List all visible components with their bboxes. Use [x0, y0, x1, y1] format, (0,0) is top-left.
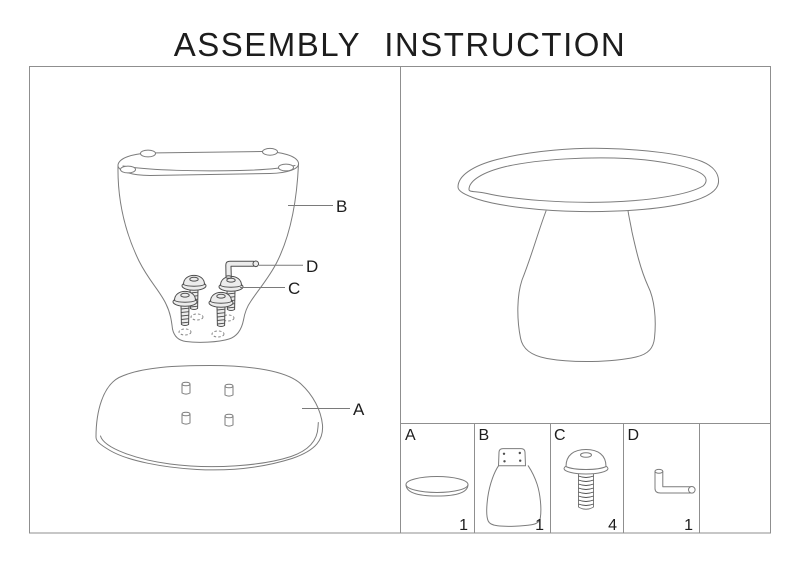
table-top-icon	[405, 476, 469, 497]
screw-icon-socket	[580, 452, 592, 458]
callout-c-label: C	[288, 279, 300, 298]
parts-table-cell-c: C 4	[554, 427, 617, 534]
insert	[181, 384, 191, 395]
base-drawing	[117, 147, 300, 343]
callout-b-label: B	[336, 197, 347, 216]
table-top-icon-rim	[405, 484, 469, 497]
screws-drawing	[172, 274, 244, 328]
screw-icon-dome	[565, 449, 607, 470]
base-right-edge	[243, 163, 299, 321]
parts-table-cell-d: D 1	[628, 427, 696, 534]
screw-hole	[190, 313, 204, 321]
callout-b: B	[288, 197, 347, 216]
insert	[224, 386, 234, 397]
insert	[224, 416, 234, 427]
callout-d: D	[259, 257, 318, 276]
assembled-top-surface	[468, 157, 707, 203]
callout-c: C	[240, 279, 300, 298]
page-title: ASSEMBLY INSTRUCTION	[173, 26, 627, 63]
base-icon-hole	[518, 451, 521, 455]
screw-icon-threads	[578, 475, 594, 506]
screw-hole	[211, 330, 225, 338]
base-foot	[140, 149, 156, 158]
screw-hole	[178, 328, 192, 336]
parts-table-cell-b: B 1	[479, 427, 545, 534]
allen-key-icon-body	[654, 471, 692, 494]
allen-key-body	[225, 260, 254, 278]
tabletop-rim-line	[100, 422, 319, 468]
part-c-label: C	[554, 427, 566, 444]
threaded-inserts	[181, 381, 234, 427]
tabletop-drawing	[95, 365, 324, 471]
part-a-label: A	[405, 427, 416, 444]
allen-key-icon	[654, 468, 696, 494]
parts-table: A 1 B 1 C	[400, 423, 771, 534]
base-icon-hole	[502, 452, 506, 455]
allen-key-icon-end	[654, 468, 664, 474]
insert	[181, 414, 191, 425]
part-b-label: B	[479, 427, 490, 444]
base-left-edge	[117, 165, 173, 330]
base-icon-body	[486, 465, 542, 527]
part-c-qty: 4	[608, 517, 617, 534]
base-neck-bottom	[172, 319, 244, 343]
callout-a: A	[302, 400, 365, 419]
part-d-qty: 1	[684, 517, 693, 534]
assembled-top-outline	[457, 147, 720, 213]
sheet-frame	[29, 66, 771, 534]
screw-icon	[563, 449, 609, 510]
base-icon-plate	[498, 448, 526, 467]
allen-key-end	[225, 275, 232, 279]
insert-top	[224, 413, 234, 419]
base-icon	[486, 448, 542, 527]
parts-table-cell-a: A 1	[405, 427, 469, 534]
callout-d-label: D	[306, 257, 318, 276]
insert-top	[224, 383, 234, 389]
part-d-label: D	[628, 427, 640, 444]
assembled-view	[457, 147, 720, 362]
base-foot	[262, 147, 278, 156]
exploded-view: B D C A	[95, 147, 365, 471]
part-b-qty: 1	[535, 517, 544, 534]
table-top-icon-face	[405, 476, 469, 493]
allen-key-tip	[252, 260, 260, 268]
base-foot	[120, 165, 136, 174]
tabletop-outline	[95, 365, 324, 471]
base-foot	[278, 163, 294, 172]
insert-top	[181, 381, 191, 387]
allen-key-drawing	[225, 260, 260, 279]
part-a-qty: 1	[459, 517, 468, 534]
callout-a-label: A	[353, 400, 365, 419]
allen-key-icon-tip	[688, 486, 696, 494]
assembled-pedestal	[517, 210, 656, 362]
base-icon-hole	[519, 459, 522, 462]
base-icon-hole	[503, 460, 506, 463]
insert-top	[181, 411, 191, 417]
